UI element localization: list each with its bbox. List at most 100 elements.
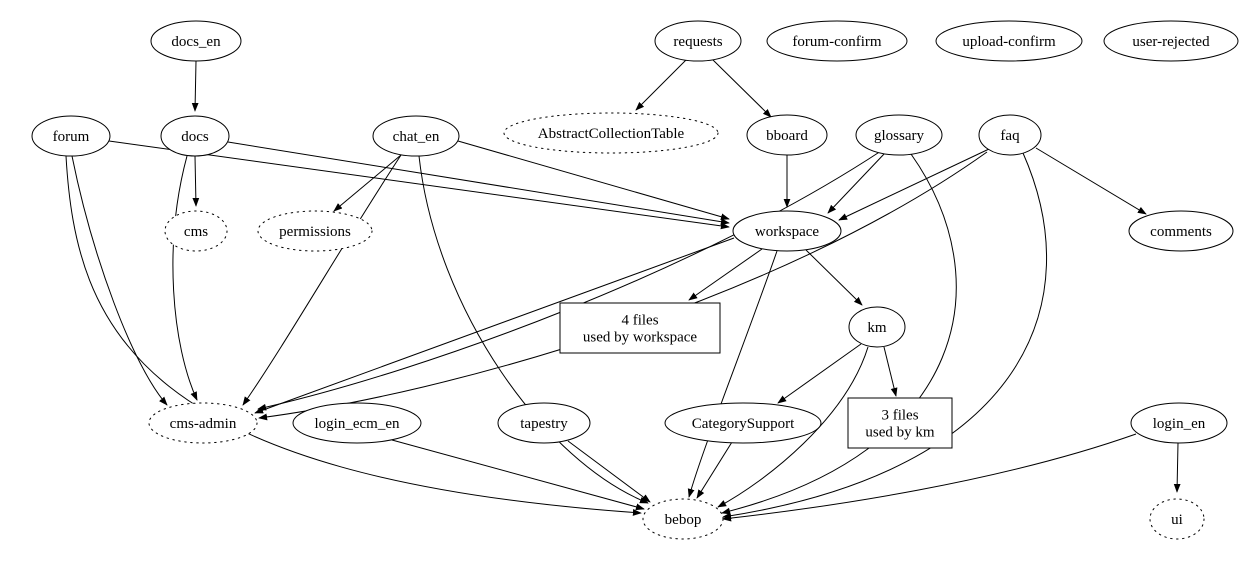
node-ellipse-shape [1103,20,1239,62]
node-ellipse-shape [1130,402,1228,444]
edge-glossary--bebop [721,153,957,515]
edge-faq--workspace [838,148,990,221]
node-ellipse-shape [1128,210,1234,252]
edge-km--bebop [717,346,869,508]
node-label: login_en [1153,416,1206,432]
node-ellipse-shape [978,114,1042,156]
edge-CategorySupport--bebop [696,441,733,499]
edge-workspace--bebop [687,250,778,498]
edge-requests--AbstractCollectionTable [635,59,687,111]
edge-workspace--files-workspace [688,248,763,301]
node-label: docs [181,129,209,145]
node-cms: cms [164,210,228,252]
node-cms-admin: cms-admin [148,402,258,444]
edge-chat_en--bebop [418,155,649,504]
node-label: user-rejected [1132,34,1210,50]
edge-faq--cms-admin [258,151,988,421]
node-upload-confirm: upload-confirm [935,20,1083,62]
node-box-shape [847,397,953,449]
edge-km--files-km [883,346,898,397]
node-label: requests [673,34,722,50]
edge-layer [65,58,1181,522]
edge-km--CategorySupport [777,343,862,404]
node-CategorySupport: CategorySupport [664,402,822,444]
node-glossary: glossary [855,114,943,156]
edge-docs--cms-admin [172,155,198,401]
node-ellipse-shape [766,20,908,62]
node-label: faq [1000,128,1020,144]
node-user-rejected: user-rejected [1103,20,1239,62]
node-label: docs_en [171,34,221,50]
node-docs_en: docs_en [150,20,242,62]
edge-forum--cms-admin [71,155,168,406]
node-ellipse-shape [1149,498,1205,540]
node-ellipse-shape [164,210,228,252]
node-docs: docs [160,115,230,157]
edge-chat_en--cms-admin [242,151,404,406]
node-label: tapestry [520,416,568,432]
node-ellipse-shape [732,210,842,252]
edge-forum--workspace [108,140,730,230]
edge-faq--bebop [722,152,1048,520]
edge-login_en--bebop [722,433,1137,522]
node-label: forum [53,129,90,145]
node-ellipse-shape [31,115,111,157]
node-ellipse-shape [642,498,724,540]
node-label: permissions [279,224,351,240]
edge-docs--cms [192,155,200,207]
node-ellipse-shape [148,402,258,444]
node-ellipse-shape [503,112,719,154]
node-ellipse-shape [292,402,422,444]
node-bebop: bebop [642,498,724,540]
node-label: CategorySupport [692,416,795,432]
edge-login_ecm_en--bebop [391,439,645,511]
node-login_ecm_en: login_ecm_en [292,402,422,444]
edge-workspace--cms-admin [254,237,735,414]
node-box-shape [559,302,721,354]
node-ellipse-shape [654,20,742,62]
node-requests: requests [654,20,742,62]
node-ellipse-shape [160,115,230,157]
node-forum-confirm: forum-confirm [766,20,908,62]
edge-tapestry--bebop [567,440,651,503]
edge-chat_en--permissions [333,154,402,212]
node-ellipse-shape [497,402,591,444]
node-faq: faq [978,114,1042,156]
edge-forum--bebop [65,155,642,516]
edge-glossary--cms-admin [257,150,882,411]
edge-requests--bboard [711,58,772,118]
node-ellipse-shape [664,402,822,444]
node-label: upload-confirm [962,34,1056,50]
node-label: comments [1150,224,1212,240]
node-label: cms [184,224,208,240]
node-ellipse-shape [150,20,242,62]
node-ui: ui [1149,498,1205,540]
node-tapestry: tapestry [497,402,591,444]
node-label: glossary [874,128,924,144]
edge-docs_en--docs [191,60,199,112]
node-label: ui [1171,512,1183,528]
node-ellipse-shape [855,114,943,156]
node-km: km [848,306,906,348]
edge-workspace--km [805,249,863,306]
node-layer: docs_en requests forum-confirm upload-confi… [31,20,1239,540]
node-label: login_ecm_en [315,416,400,432]
node-label: AbstractCollectionTable [538,126,685,142]
node-comments: comments [1128,210,1234,252]
node-chat_en: chat_en [372,115,460,157]
edge-glossary--workspace [827,152,886,214]
edge-login_en--ui [1173,442,1181,493]
node-bboard: bboard [746,114,828,156]
node-label: forum-confirm [792,34,881,50]
node-ellipse-shape [935,20,1083,62]
node-ellipse-shape [848,306,906,348]
node-label: workspace [755,224,819,240]
node-label: bboard [766,128,808,144]
node-ellipse-shape [372,115,460,157]
node-workspace: workspace [732,210,842,252]
